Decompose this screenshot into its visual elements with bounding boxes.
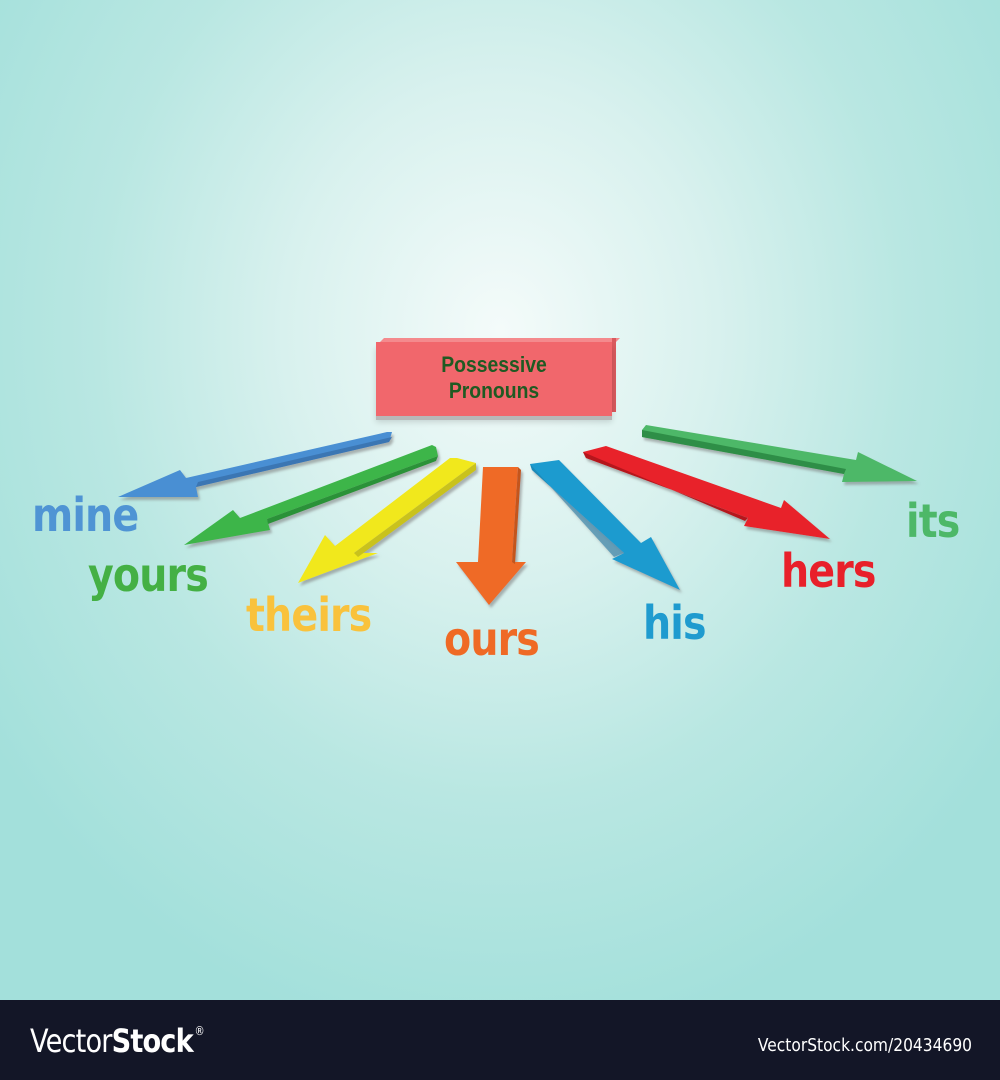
arrow-yours bbox=[184, 445, 438, 545]
title-line-1: Possessive bbox=[441, 352, 547, 377]
arrow-ours bbox=[456, 467, 526, 605]
pronoun-hers: hers bbox=[781, 544, 876, 598]
registered-mark: ® bbox=[194, 1024, 205, 1038]
pronoun-ours: ours bbox=[444, 612, 540, 666]
pronoun-theirs: theirs bbox=[246, 588, 372, 642]
pronoun-its: its bbox=[906, 494, 960, 548]
vectorstock-logo: VectorStock® bbox=[30, 1022, 205, 1060]
arrow-its bbox=[642, 425, 917, 482]
arrow-mine bbox=[118, 432, 392, 497]
title-box-face bbox=[376, 342, 612, 416]
pronoun-mine: mine bbox=[32, 488, 139, 542]
arrows-layer bbox=[118, 425, 917, 605]
watermark-footer: VectorStock® VectorStock.com/20434690 bbox=[0, 1000, 1000, 1080]
title-text: Possessive Pronouns bbox=[390, 352, 598, 404]
title-box-side-edge bbox=[612, 338, 616, 412]
diagram-canvas: Possessive Pronouns mine yours theirs ou… bbox=[0, 0, 1000, 1000]
brand-light: Vector bbox=[30, 1022, 112, 1060]
stock-id-link[interactable]: VectorStock.com/20434690 bbox=[757, 1035, 972, 1056]
pronoun-yours: yours bbox=[88, 548, 209, 602]
arrow-hers bbox=[583, 446, 830, 539]
arrow-theirs bbox=[298, 458, 476, 583]
title-line-2: Pronouns bbox=[448, 378, 540, 403]
arrow-his bbox=[530, 460, 680, 590]
pronoun-his: his bbox=[643, 596, 707, 650]
possessive-pronouns-title-box: Possessive Pronouns bbox=[376, 338, 620, 416]
brand-bold: Stock bbox=[111, 1022, 194, 1060]
